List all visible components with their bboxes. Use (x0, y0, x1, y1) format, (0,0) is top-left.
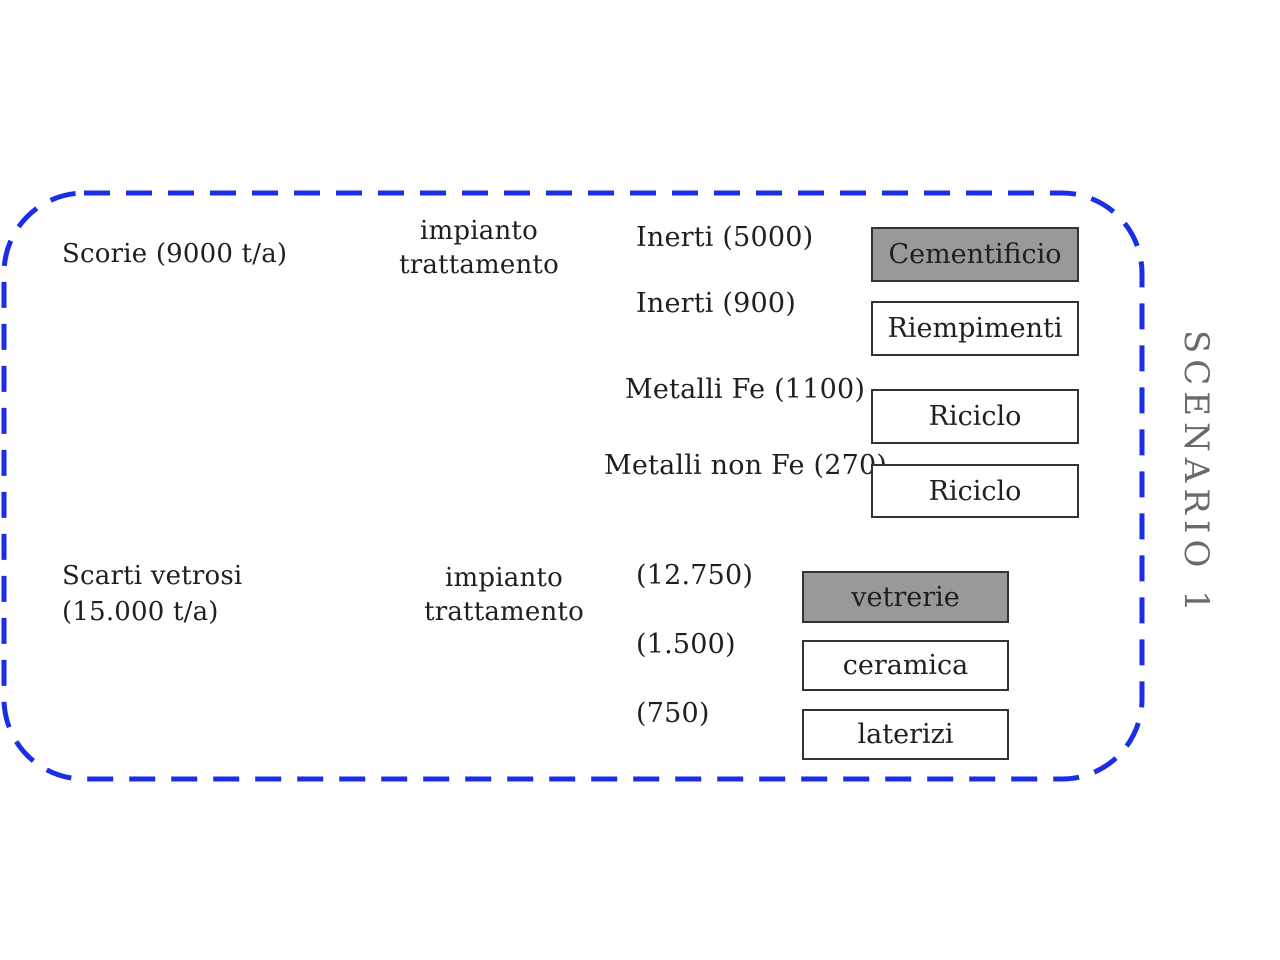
flow-label-metalli-non-fe: Metalli non Fe (270) (604, 450, 888, 481)
scenario-dashed-border (1, 190, 1145, 782)
flow-label-inerti-5000: Inerti (5000) (636, 222, 814, 253)
source-scorie: Scorie (9000 t/a) (62, 239, 288, 269)
dest-box-vetrerie: vetrerie (802, 571, 1009, 623)
dest-box-laterizi: laterizi (802, 709, 1009, 760)
dest-box-ceramica: ceramica (802, 640, 1009, 691)
flow-label-12750: (12.750) (636, 560, 754, 591)
source-scarti-vetrosi: Scarti vetrosi (62, 561, 243, 591)
dest-label: ceramica (842, 650, 969, 681)
dest-label: Riciclo (928, 401, 1022, 432)
process-vetro: impianto trattamento (424, 563, 584, 627)
dest-box-cementificio: Cementificio (871, 227, 1079, 282)
flow-label-inerti-900: Inerti (900) (636, 288, 797, 319)
dest-label: vetrerie (851, 581, 960, 613)
dest-label: Riempimenti (887, 313, 1063, 344)
flow-label-metalli-fe: Metalli Fe (1100) (625, 374, 866, 405)
dest-label: Riciclo (928, 475, 1022, 507)
dest-label: laterizi (857, 719, 954, 750)
flow-label-750: (750) (636, 698, 710, 729)
source-scarti-amount: (15.000 t/a) (62, 597, 219, 627)
dest-box-riciclo-fe: Riciclo (871, 389, 1079, 444)
flow-label-1500: (1.500) (636, 629, 736, 660)
dest-box-riciclo-non-fe: Riciclo (871, 464, 1079, 518)
dest-label: Cementificio (888, 239, 1062, 270)
dest-box-riempimenti: Riempimenti (871, 301, 1079, 356)
process-scorie: impianto trattamento (399, 216, 559, 280)
scenario-side-label: SCENARIO 1 (1176, 330, 1216, 618)
